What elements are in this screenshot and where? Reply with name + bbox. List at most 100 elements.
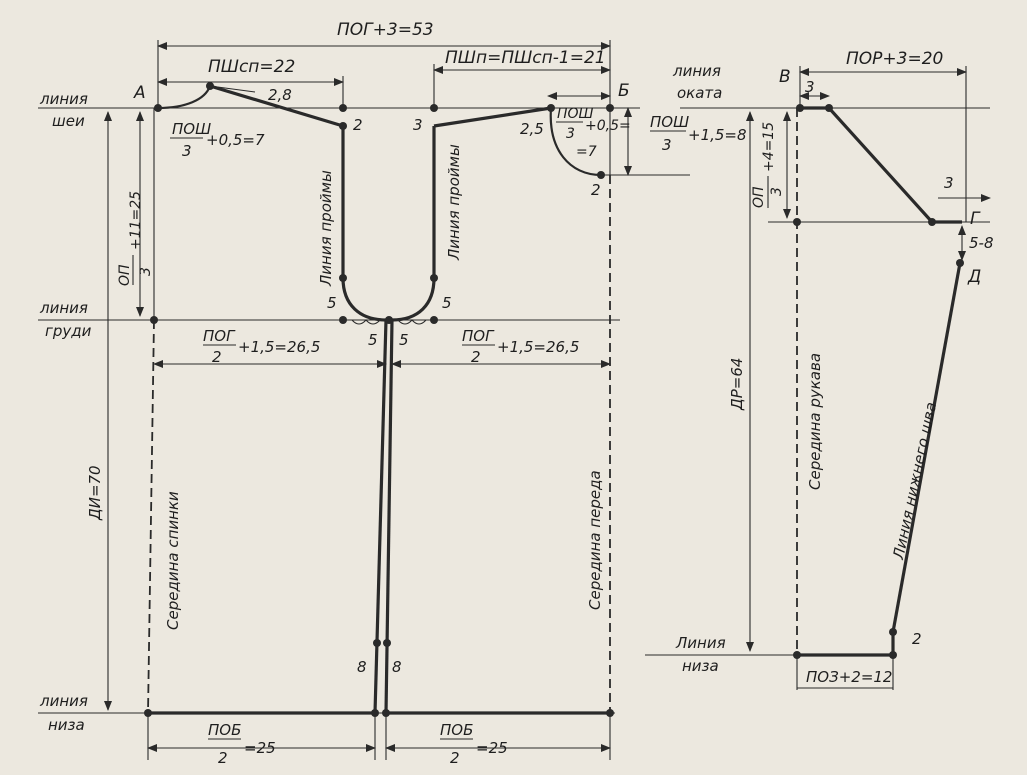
neck-back-tail: +0,5=7 [206, 131, 265, 149]
back-side-seam [373, 319, 388, 714]
point-d-label: Д [967, 267, 981, 287]
armhole-back-label: Линия проймы [317, 170, 335, 287]
pog-half-left-den: 2 [212, 348, 222, 366]
pob-left-den: 2 [218, 749, 228, 767]
neck-front-depth-den: 3 [662, 136, 672, 154]
neck-front-depth-num: ПОШ [650, 113, 689, 131]
sl-3-top-label: 3 [805, 78, 815, 96]
n2-front-label: 2 [591, 181, 601, 199]
di-label: ДИ=70 [86, 465, 104, 521]
sl-3-right-label: 3 [944, 174, 954, 192]
hem-side-a [371, 709, 379, 717]
pob-left-tail: =25 [244, 739, 276, 757]
op-num-label: ОП [117, 264, 133, 286]
point-v-label: В [779, 67, 791, 87]
point-d-dot [956, 259, 964, 267]
n5-a-label: 5 [327, 294, 337, 312]
poz-label: ПОЗ+2=12 [806, 668, 892, 686]
armhole-bottom-scallop [351, 319, 427, 325]
neck-back-den: 3 [182, 142, 192, 160]
point-b-dot [606, 104, 614, 112]
n8-a-label: 8 [357, 658, 367, 676]
pob-left-num: ПОБ [208, 721, 241, 739]
neck-front-depth-tail: +1,5=8 [688, 126, 747, 144]
dot-8b [383, 639, 391, 647]
sleeve-underarm-seam [891, 262, 962, 633]
neck-front-tail: +0,5= [585, 118, 631, 134]
point-a-label: А [133, 83, 146, 103]
point-b-label: Б [618, 81, 630, 101]
op-den-label: 3 [138, 267, 154, 276]
op-tail-label: +11=25 [128, 191, 144, 250]
dot-5b [430, 274, 438, 282]
hem-front-dot [606, 709, 614, 717]
sleeve-hem-right-dot [889, 651, 897, 659]
front-neck-curve [549, 107, 602, 177]
pob-right-num: ПОБ [440, 721, 473, 739]
sleeve-cap-line-1: линия [672, 62, 721, 80]
line-neck-label-1: линия [39, 90, 88, 108]
sleeve-2-dot [889, 628, 897, 636]
hem-back-dot [144, 709, 152, 717]
line-chest-label-1: линия [39, 299, 88, 317]
pog-half-left-num: ПОГ [203, 327, 236, 345]
shoulder-neck-dot [206, 82, 214, 90]
psh-sp-label: ПШсп=22 [208, 57, 295, 77]
val-2-8-label: 2,8 [268, 86, 292, 104]
line-chest-label-2: груди [45, 322, 92, 340]
n5-c-label: 5 [368, 331, 378, 349]
point-g-label: Г [970, 209, 981, 229]
dot-side [385, 316, 393, 324]
sleeve-center-label: Середина рукава [806, 353, 824, 490]
por-label: ПОР+3=20 [846, 49, 943, 69]
sleeve-cap-dot [928, 218, 936, 226]
op-cap-num: ОП [751, 186, 767, 208]
front-side-seam [384, 319, 394, 714]
bodice-construction: ПОГ+3=53 ПШсп=22 ПШп=ПШсп-1=21 2,8 линия… [38, 20, 747, 767]
front-center-label: Середина переда [586, 470, 604, 610]
sl-2-label: 2 [912, 630, 922, 648]
dot-2-back [339, 104, 347, 112]
neck-front-num: ПОШ [557, 106, 594, 122]
neck-back-num: ПОШ [172, 120, 211, 138]
pog-half-right-den: 2 [471, 348, 481, 366]
hem-side-b [382, 709, 390, 717]
back-center-label: Середина спинки [164, 491, 182, 630]
pog-half-right-num: ПОГ [462, 327, 495, 345]
sleeve-hem-label-2: низа [682, 657, 719, 675]
sleeve-hem-left-dot [793, 651, 801, 659]
line-neck-label-2: шеи [52, 112, 85, 130]
dot-8a [373, 639, 381, 647]
pog-total-label: ПОГ+3=53 [337, 20, 434, 40]
back-shoulder-seam [209, 84, 344, 128]
chest-back-dot [150, 316, 158, 324]
dot-2-front [597, 171, 605, 179]
dr-label: ДР=64 [728, 358, 746, 411]
op-cap-den: 3 [769, 187, 785, 196]
n8-b-label: 8 [392, 658, 402, 676]
armhole-front-label: Линия проймы [445, 144, 463, 261]
neck-front-eq: =7 [576, 144, 597, 160]
pog-half-left-tail: +1,5=26,5 [238, 338, 320, 356]
front-shoulder-seam [433, 106, 552, 128]
psh-p-label: ПШп=ПШсп-1=21 [445, 48, 606, 68]
sleeve-hem-label-1: Линия [675, 634, 726, 652]
sleeve-cap-line-2: оката [677, 84, 722, 102]
back-center-line [147, 319, 155, 714]
n5-d-label: 5 [399, 331, 409, 349]
sleeve-center-cap-dot [793, 218, 801, 226]
dot-neck-front [547, 104, 555, 112]
val-2-5-label: 2,5 [520, 120, 544, 138]
sl-58-label: 5-8 [969, 234, 994, 252]
op-cap-tail: +4=15 [761, 122, 777, 172]
sleeve-cap-outline [800, 106, 962, 224]
dot-5d [430, 316, 438, 324]
line-hem-label-1: линия [39, 692, 88, 710]
n5-b-label: 5 [442, 294, 452, 312]
neck-front-den: 3 [566, 126, 575, 142]
point-v-dot [796, 104, 804, 112]
pog-half-right-tail: +1,5=26,5 [497, 338, 579, 356]
dot-5a [339, 274, 347, 282]
line-hem-label-2: низа [48, 716, 85, 734]
